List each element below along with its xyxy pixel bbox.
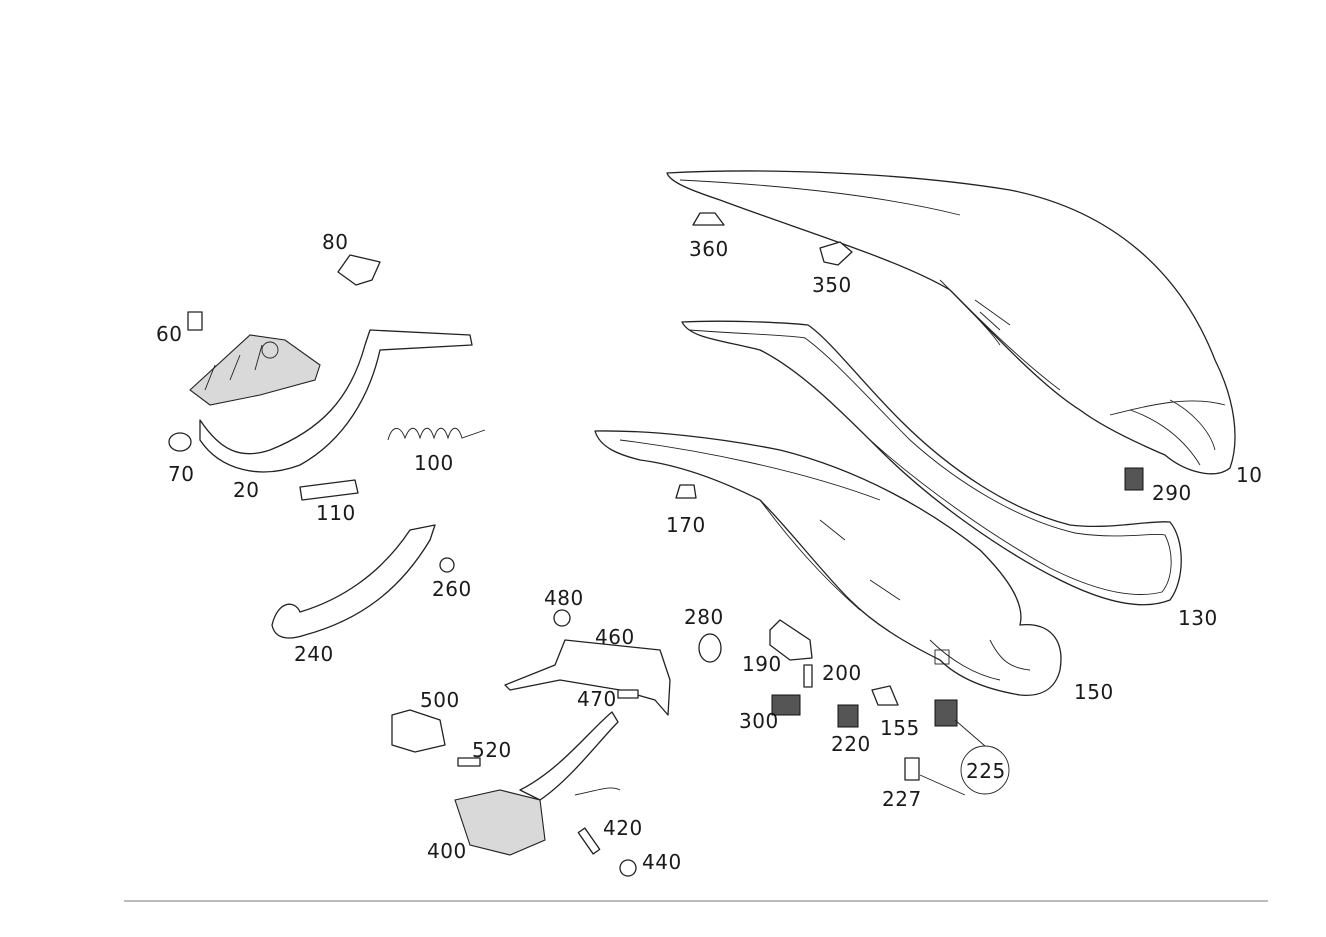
bolt-470-part (617, 689, 639, 699)
retainer-350-part (819, 241, 853, 266)
clip-part (337, 254, 381, 286)
spring-part (387, 427, 486, 441)
callout-227: 227 (882, 787, 922, 811)
nut-480-part (553, 609, 571, 627)
callout-260: 260 (432, 577, 472, 601)
callout-70: 70 (168, 462, 195, 486)
callout-225: 225 (966, 759, 1006, 783)
clip-155-part (871, 685, 899, 706)
callout-10: 10 (1236, 463, 1263, 487)
callout-440: 440 (642, 850, 682, 874)
callout-470: 470 (577, 687, 617, 711)
callout-300: 300 (739, 709, 779, 733)
callout-20: 20 (233, 478, 260, 502)
bracket-190-part (769, 619, 813, 661)
rod-420-part (577, 827, 601, 855)
switch-220-part (837, 704, 859, 728)
callout-500: 500 (420, 688, 460, 712)
callout-460: 460 (595, 625, 635, 649)
switch-227-part (904, 757, 920, 781)
callout-220: 220 (831, 732, 871, 756)
bolt-200-part (803, 664, 813, 688)
callout-520: 520 (472, 738, 512, 762)
bolt-520-part (457, 757, 481, 767)
callout-80: 80 (322, 230, 349, 254)
nut-440-part (619, 859, 637, 877)
callout-360: 360 (689, 237, 729, 261)
callout-480: 480 (544, 586, 584, 610)
bracket-460-part (504, 639, 671, 716)
motor-400-part (454, 711, 621, 856)
nut-part (439, 557, 455, 573)
callout-190: 190 (742, 652, 782, 676)
callout-100: 100 (414, 451, 454, 475)
strap-part (271, 524, 436, 639)
callout-60: 60 (156, 322, 183, 346)
bracket-500-part (391, 709, 446, 753)
bumper-part (168, 432, 192, 452)
callout-200: 200 (822, 661, 862, 685)
clip-170-part (675, 484, 697, 499)
sensor-300-part (771, 694, 801, 716)
callout-290: 290 (1152, 481, 1192, 505)
trunk-lining-part (594, 430, 1062, 696)
callout-155: 155 (880, 716, 920, 740)
callout-150: 150 (1074, 680, 1114, 704)
hinge-bracket-part (187, 311, 321, 406)
callout-130: 130 (1178, 606, 1218, 630)
callout-280: 280 (684, 605, 724, 629)
trunk-seal-part (681, 320, 1182, 606)
callout-400: 400 (427, 839, 467, 863)
hinge-arm-part (199, 329, 473, 473)
callout-420: 420 (603, 816, 643, 840)
callout-170: 170 (666, 513, 706, 537)
callout-240: 240 (294, 642, 334, 666)
actuator-225-part (934, 699, 958, 727)
grommet-part (698, 633, 722, 663)
trunk-lid-part (666, 170, 1236, 475)
callout-350: 350 (812, 273, 852, 297)
callout-110: 110 (316, 501, 356, 525)
clip-360-part (692, 212, 725, 226)
block-part (299, 479, 359, 501)
connector-290-part (1124, 467, 1144, 491)
